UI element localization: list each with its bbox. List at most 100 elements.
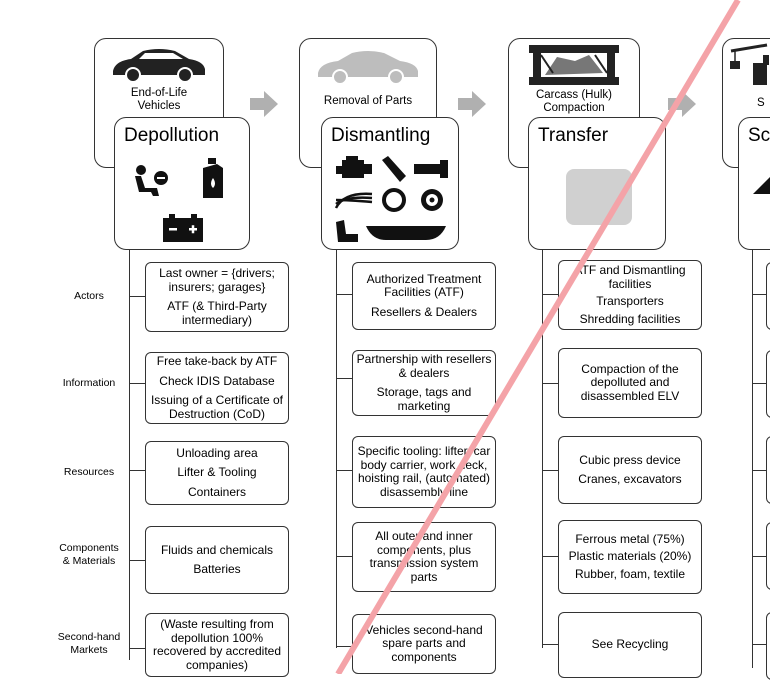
row-label-actors: Actors [74, 290, 104, 302]
stage-label: Removal of Parts [323, 95, 413, 107]
cell-text: Check IDIS Database [159, 373, 275, 388]
car-icon [113, 49, 205, 83]
cell-connector [542, 644, 558, 646]
cell-connector [542, 470, 558, 472]
oil-can-icon [203, 158, 223, 198]
cell-stub [766, 522, 770, 590]
cell-stub [766, 436, 770, 504]
cell-text: Issuing of a Certificate of Destruction … [150, 393, 284, 421]
cell-transfer-components: Ferrous metal (75%) Plastic materials (2… [558, 520, 702, 594]
row-label-components: Components & Materials [59, 542, 119, 567]
cell-connector [336, 646, 352, 648]
cell-connector [129, 470, 145, 472]
cell-connector [336, 470, 352, 472]
row-label-information: Information [62, 377, 116, 389]
cell-text: All outer and inner components, plus tra… [369, 529, 479, 584]
cell-connector [129, 560, 145, 562]
cell-text: Ferrous metal (75%) [575, 531, 685, 546]
phase-depollution: Depollution [114, 117, 250, 250]
cell-text: Free take-back by ATF [156, 354, 278, 368]
cell-connector [542, 383, 558, 385]
cell-connector [542, 294, 558, 296]
cell-text: (Waste resulting from depollution 100% r… [152, 617, 282, 672]
seat-icon [336, 220, 358, 242]
cell-text: Vehicles second-hand spare parts and com… [365, 622, 483, 664]
cell-text: Batteries [193, 562, 241, 576]
cell-connector [129, 648, 145, 650]
cell-text: Storage, tags and marketing [376, 385, 472, 413]
cell-connector [752, 383, 770, 385]
cell-stub [766, 262, 770, 330]
arrow-right-icon [250, 91, 278, 117]
exhaust-pipe-icon [414, 160, 448, 178]
phase-shredding: Sc [738, 117, 770, 250]
column-connector-line [752, 248, 754, 668]
arrow-right-icon [668, 91, 696, 117]
cell-text: Containers [187, 484, 247, 499]
cell-connector [752, 294, 770, 296]
seat-icon [135, 165, 168, 196]
cell-connector [336, 378, 352, 380]
stage-label: Carcass (Hulk) Compaction [535, 89, 613, 114]
phase-title: Depollution [124, 125, 220, 146]
car-outline-icon [318, 51, 418, 85]
cell-transfer-information: Compaction of the depolluted and disasse… [558, 348, 702, 418]
column-connector-line [542, 248, 544, 648]
cell-depollution-second-hand: (Waste resulting from depollution 100% r… [145, 613, 289, 677]
column-connector-line [129, 248, 131, 660]
cell-text: Shredding facilities [579, 311, 681, 326]
cell-text: Cranes, excavators [578, 472, 682, 486]
phase-transfer: Transfer [528, 117, 666, 250]
phase-title: Dismantling [331, 125, 431, 146]
spark-plug-icon [382, 156, 406, 182]
engine-icon [336, 156, 372, 178]
cell-text: Plastic materials (20%) [568, 549, 692, 564]
cell-text: Unloading area [176, 445, 258, 460]
cell-stub [766, 612, 770, 680]
cell-text: Cubic press device [579, 452, 681, 467]
cell-connector [336, 556, 352, 558]
row-label-resources: Resources [63, 466, 115, 478]
cell-connector [542, 556, 558, 558]
cell-text: Specific tooling: lifter, car body carri… [357, 444, 491, 499]
cell-text: Resellers & Dealers [370, 304, 478, 319]
bumper-icon [366, 226, 446, 240]
cell-dismantling-second-hand: Vehicles second-hand spare parts and com… [352, 614, 496, 674]
shredder-icon [753, 177, 770, 194]
compacted-block-icon [566, 169, 632, 225]
cell-transfer-resources: Cubic press device Cranes, excavators [558, 436, 702, 504]
cell-dismantling-actors: Authorized Treatment Facilities (ATF) Re… [352, 262, 496, 330]
cell-text: Last owner = {drivers; insurers; garages… [159, 266, 275, 294]
cell-stub [766, 350, 770, 418]
cell-text: Transporters [596, 294, 664, 308]
cell-depollution-components: Fluids and chemicals Batteries [145, 526, 289, 594]
cell-depollution-actors: Last owner = {drivers; insurers; garages… [145, 262, 289, 332]
stage-label: S [757, 97, 765, 109]
phase-title: Sc [748, 125, 770, 146]
crane-icon [730, 43, 769, 85]
cell-dismantling-resources: Specific tooling: lifter, car body carri… [352, 436, 496, 508]
phase-dismantling: Dismantling [321, 117, 459, 250]
phase-title: Transfer [538, 125, 609, 146]
column-connector-line [336, 248, 338, 648]
wheel-rim-icon [421, 189, 443, 211]
cell-connector [752, 556, 770, 558]
cell-text: ATF and Dismantling facilities [574, 263, 686, 291]
cell-depollution-resources: Unloading area Lifter & Tooling Containe… [145, 441, 289, 505]
cell-text: Authorized Treatment Facilities (ATF) [366, 271, 482, 300]
cell-connector [129, 296, 145, 298]
cell-text: Partnership with resellers & dealers [356, 352, 492, 380]
cell-dismantling-components: All outer and inner components, plus tra… [352, 522, 496, 592]
cell-connector [336, 294, 352, 296]
cell-text: Lifter & Tooling [177, 465, 257, 480]
cell-text: Rubber, foam, textile [574, 566, 686, 581]
cell-depollution-information: Free take-back by ATF Check IDIS Databas… [145, 352, 289, 424]
battery-icon [163, 214, 203, 242]
cell-connector [752, 470, 770, 472]
cell-text: ATF (& Third-Party intermediary) [167, 299, 267, 327]
cell-connector [752, 644, 770, 646]
crushed-car-icon [529, 45, 619, 85]
cell-text: See Recycling [591, 637, 669, 652]
cell-transfer-second-hand: See Recycling [558, 612, 702, 678]
cell-text: Fluids and chemicals [160, 542, 274, 557]
